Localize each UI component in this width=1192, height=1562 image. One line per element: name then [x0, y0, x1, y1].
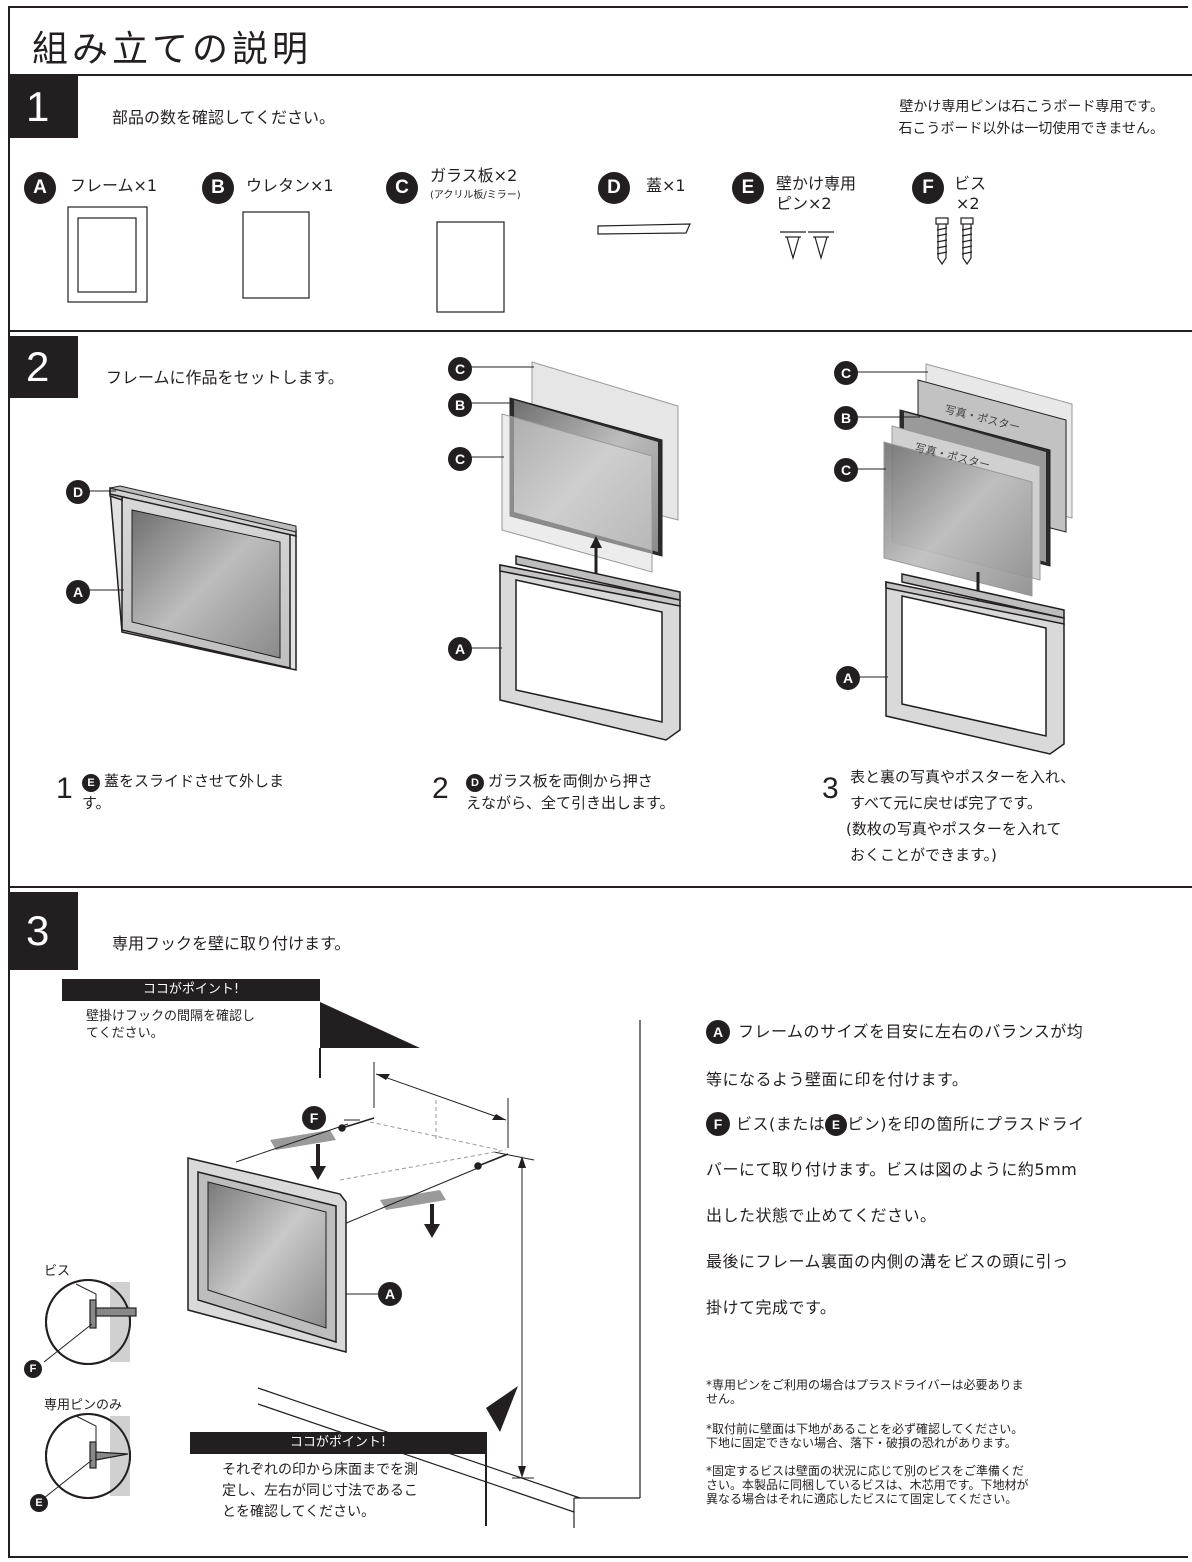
part-label-f-2: ×2: [956, 194, 980, 213]
inst-f-pre: ビス(または: [736, 1114, 826, 1134]
part-badge-d: D: [598, 172, 630, 204]
caption3-line2: すべて元に戻せば完了です。: [850, 794, 1042, 812]
callout-badge-b: B: [834, 406, 858, 430]
page-title: 組み立ての説明: [32, 29, 313, 70]
caption3-line3: (数枚の写真やポスターを入れて: [846, 820, 1062, 838]
diagram-badge-f: F: [302, 1106, 326, 1130]
part-label-c-main: ガラス板×2: [430, 166, 518, 185]
pin-label: 専用ピンのみ: [44, 1398, 123, 1413]
inst-badge-f: F: [706, 1112, 730, 1136]
footnote-line: *専用ピンをご利用の場合はプラスドライバーは必要ありま: [706, 1378, 1024, 1392]
point2-line: とを確認してください。: [222, 1504, 376, 1520]
callout-badge-c: C: [834, 361, 858, 385]
part-label-c-sub: (アクリル板/ミラー): [430, 190, 521, 201]
point2-line: それぞれの印から床面までを測: [222, 1462, 418, 1478]
footnote-1: *専用ピンをご利用の場合はプラスドライバーは必要ありま せん。: [706, 1378, 1024, 1406]
inst-badge-e: E: [825, 1114, 848, 1136]
callout-badge-b: B: [448, 393, 472, 417]
point1-line: 壁掛けフックの間隔を確認し: [86, 1009, 256, 1024]
part-label-e-1: 壁かけ専用: [776, 174, 857, 193]
part-label-e: 壁かけ専用 ピン×2: [776, 174, 856, 214]
footnote-2: *取付前に壁面は下地があることを必ず確認してください。 下地に固定できない場合、…: [706, 1422, 1023, 1450]
divider: [8, 330, 1192, 332]
part-badge-a: A: [24, 172, 56, 204]
part-label-f-1: ビス: [954, 174, 987, 193]
bis-label: ビス: [44, 1264, 71, 1279]
point1-line: てください。: [86, 1026, 164, 1041]
caption1-line1: 蓋をスライドさせて外しま: [104, 772, 285, 790]
footnote-line: *固定するビスは壁面の状況に応じて別のビスをご準備くだ: [706, 1464, 1025, 1478]
divider: [8, 886, 1192, 888]
footnote-line: 異なる場合はそれに適応したビスにて固定してください。: [706, 1492, 1018, 1506]
step3-number: 3: [10, 892, 78, 970]
footnote-line: 下地に固定できない場合、落下・破損の恐れがあります。: [706, 1436, 1017, 1450]
callout-badge-a: A: [836, 666, 860, 690]
callout-badge-a: A: [448, 637, 472, 661]
point2-line: 定し、左右が同じ寸法であるこ: [222, 1483, 418, 1499]
caption1-badge: E: [82, 774, 100, 792]
step1-heading: 部品の数を確認してください。: [112, 108, 336, 127]
part-badge-f: F: [912, 172, 944, 204]
inst-badge-a: A: [706, 1020, 730, 1044]
inst-f-line2: バーにて取り付けます。ビスは図のように約5mm: [706, 1160, 1078, 1179]
inst-last-line2: 掛けて完成です。: [706, 1298, 837, 1317]
detail-badge-e: E: [30, 1494, 48, 1512]
callout-badge-c: C: [448, 447, 472, 471]
part-badge-c: C: [386, 172, 418, 204]
caption1-number: 1: [56, 772, 73, 805]
footnote-line: さい。本製品に同梱しているビスは、木芯用です。下地材が: [706, 1478, 1029, 1492]
inst-f-post: ピン)を印の箇所にプラスドライ: [847, 1114, 1085, 1134]
instruction-sheet: [8, 6, 1188, 1558]
point-callout-1-bar: ココがポイント!: [62, 979, 320, 1001]
note-line: 壁かけ専用ピンは石こうボード専用です。: [899, 99, 1164, 115]
point-callout-1-text: 壁掛けフックの間隔を確認し てください。: [86, 1008, 255, 1042]
point-callout-2-bar: ココがポイント!: [190, 1432, 486, 1454]
step2-number: 2: [10, 336, 78, 398]
step2-heading: フレームに作品をセットします。: [106, 368, 344, 387]
callout-badge-c: C: [834, 458, 858, 482]
caption3-number: 3: [822, 772, 839, 805]
footnote-line: *取付前に壁面は下地があることを必ず確認してください。: [706, 1422, 1024, 1436]
callout-badge-a: A: [66, 580, 90, 604]
caption2-line1: ガラス板を両側から押さ: [488, 772, 653, 790]
inst-f-line3: 出した状態で止めてください。: [706, 1206, 937, 1225]
part-label-a: フレーム×1: [70, 176, 158, 195]
inst-a-line1: フレームのサイズを目安に左右のバランスが均: [738, 1022, 1084, 1041]
caption1-line2: す。: [82, 794, 111, 812]
caption2-number: 2: [432, 772, 449, 805]
part-badge-b: B: [202, 172, 234, 204]
inst-last-line1: 最後にフレーム裏面の内側の溝をビスの頭に引っ: [706, 1252, 1069, 1271]
callout-badge-c: C: [448, 357, 472, 381]
callout-badge-d: D: [66, 480, 90, 504]
step3-heading: 専用フックを壁に取り付けます。: [112, 934, 351, 953]
part-label-e-2: ピン×2: [776, 194, 832, 213]
note-line: 石こうボード以外は一切使用できません。: [898, 121, 1164, 137]
part-label-d: 蓋×1: [646, 176, 686, 195]
part-label-c: ガラス板×2 (アクリル板/ミラー): [430, 166, 521, 206]
step1-number: 1: [10, 76, 78, 138]
caption2-badge: D: [466, 774, 484, 792]
part-label-f: ビス ×2: [954, 174, 986, 214]
caption2-line2: えながら、全て引き出します。: [466, 794, 675, 812]
footnote-line: せん。: [706, 1392, 743, 1406]
footnote-3: *固定するビスは壁面の状況に応じて別のビスをご準備くだ さい。本製品に同梱してい…: [706, 1464, 1028, 1506]
diagram-badge-a: A: [378, 1282, 402, 1306]
caption3-line1: 表と裏の写真やポスターを入れ、: [850, 768, 1076, 786]
part-label-b: ウレタン×1: [246, 176, 334, 195]
caption3-line4: おくことができます。): [850, 846, 997, 864]
point-callout-2-text: それぞれの印から床面までを測 定し、左右が同じ寸法であるこ とを確認してください…: [222, 1460, 418, 1523]
step1-note: 壁かけ専用ピンは石こうボード専用です。 石こうボード以外は一切使用できません。: [898, 96, 1164, 140]
detail-badge-f: F: [24, 1360, 42, 1378]
divider: [8, 74, 1192, 76]
inst-a-line2: 等になるよう壁面に印を付けます。: [706, 1070, 969, 1089]
part-badge-e: E: [732, 172, 764, 204]
